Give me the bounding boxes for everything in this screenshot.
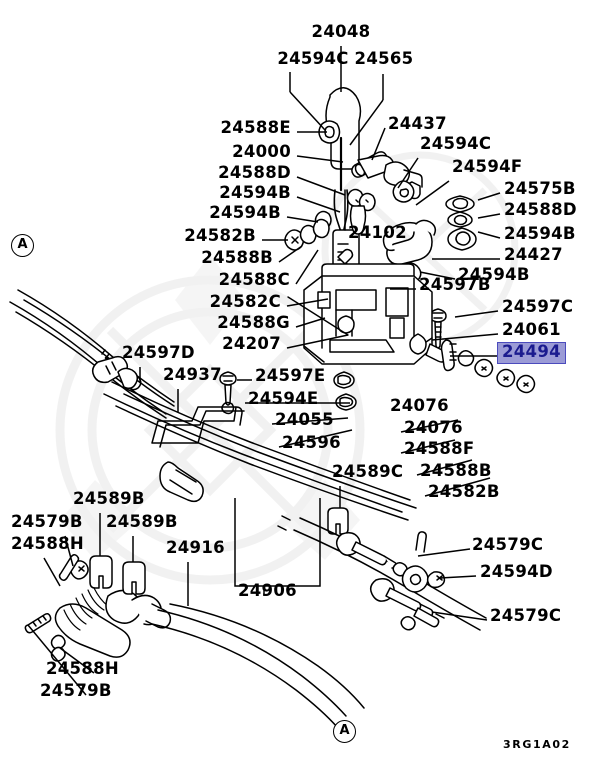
- part-number-label[interactable]: 24594D: [480, 562, 553, 581]
- leader-line: [43, 557, 61, 587]
- leader-line: [400, 439, 456, 454]
- part-number-label[interactable]: 24589C: [332, 462, 404, 481]
- part-number-label[interactable]: 24207: [222, 334, 281, 353]
- leader-line: [477, 231, 501, 239]
- leader-line: [295, 317, 326, 328]
- part-number-label[interactable]: 24588B: [201, 248, 273, 267]
- part-number-label[interactable]: 24582B: [184, 226, 256, 245]
- part-number-label[interactable]: 24588G: [217, 313, 290, 332]
- leader-line: [278, 245, 303, 263]
- part-number-label[interactable]: 24427: [504, 245, 563, 264]
- part-number-label[interactable]: 24437: [388, 114, 447, 133]
- part-number-label[interactable]: 24000: [232, 142, 291, 161]
- part-number-label[interactable]: 24594B: [504, 224, 576, 243]
- part-number-label[interactable]: 24055: [275, 410, 334, 429]
- leader-line: [286, 334, 349, 349]
- part-number-label[interactable]: 24594C: [420, 134, 492, 153]
- part-number-label[interactable]: 24594F: [452, 157, 523, 176]
- leader-line: [64, 535, 74, 567]
- leader-line: [454, 310, 499, 318]
- leader-line: [431, 333, 499, 341]
- leader-line: [400, 419, 459, 433]
- part-number-label[interactable]: 24597D: [122, 343, 195, 362]
- leader-line: [295, 249, 319, 285]
- part-number-label[interactable]: 24582B: [428, 482, 500, 501]
- leader-line: [415, 180, 450, 206]
- leader-line: [296, 196, 341, 213]
- part-number-label[interactable]: 24906: [238, 581, 297, 600]
- part-number-label[interactable]: 24594B: [219, 183, 291, 202]
- leader-line: [477, 192, 501, 201]
- part-number-label[interactable]: 24589B: [106, 512, 178, 531]
- reference-mark-a-bottom: A: [333, 720, 356, 743]
- leader-line: [397, 157, 419, 189]
- part-number-label[interactable]: 24594C: [277, 49, 349, 68]
- part-number-label[interactable]: 24594B: [458, 265, 530, 284]
- part-number-label[interactable]: 24937: [163, 365, 222, 384]
- part-number-label[interactable]: 24076: [390, 396, 449, 415]
- leader-line: [278, 429, 353, 448]
- leader-line: [286, 216, 319, 223]
- part-number-label[interactable]: 24596: [282, 433, 341, 452]
- part-number-label[interactable]: 24588H: [46, 659, 120, 678]
- part-number-label[interactable]: 24588C: [218, 270, 290, 289]
- part-number-label[interactable]: 24588B: [420, 461, 492, 480]
- part-number-label[interactable]: 24102: [348, 223, 407, 242]
- part-number-label[interactable]: 24575B: [504, 179, 576, 198]
- part-number-label[interactable]: 24589B: [73, 489, 145, 508]
- leader-line: [439, 575, 477, 579]
- part-number-label[interactable]: 24594E: [248, 389, 319, 408]
- leader-line: [417, 548, 471, 557]
- part-number-label[interactable]: 24061: [502, 320, 561, 339]
- part-number-label[interactable]: 24579C: [490, 606, 562, 625]
- part-number-label[interactable]: 24588E: [220, 118, 291, 137]
- reference-mark-a-top: A: [11, 234, 34, 257]
- grouping-bracket: [234, 498, 321, 587]
- part-number-label[interactable]: 24579B: [40, 681, 112, 700]
- part-number-label[interactable]: 24076: [404, 418, 463, 437]
- part-number-label[interactable]: 24597E: [255, 366, 326, 385]
- part-number-label[interactable]: 24582C: [209, 292, 281, 311]
- leader-line: [416, 459, 473, 476]
- part-number-label[interactable]: 24579C: [472, 535, 544, 554]
- part-number-label[interactable]: 24048: [311, 22, 371, 41]
- diagram-code: 3RG1A02: [503, 738, 571, 751]
- part-number-label-selected[interactable]: 24494: [497, 342, 566, 364]
- leader-line: [296, 155, 344, 163]
- part-number-label[interactable]: 24588H: [11, 534, 85, 553]
- leader-line: [59, 647, 95, 674]
- leader-line: [477, 213, 501, 219]
- leader-line: [424, 477, 491, 497]
- leader-line: [271, 417, 349, 425]
- leader-line: [431, 611, 488, 621]
- leader-line: [349, 99, 384, 146]
- leader-line: [296, 176, 346, 196]
- leader-line: [289, 91, 326, 131]
- leader-line: [419, 271, 456, 280]
- part-number-label[interactable]: 24594B: [209, 203, 281, 222]
- part-number-label[interactable]: 24579B: [11, 512, 83, 531]
- part-number-label[interactable]: 24597C: [502, 297, 574, 316]
- part-number-label[interactable]: 24916: [166, 538, 225, 557]
- leader-line: [27, 624, 87, 696]
- part-number-label[interactable]: 24588D: [218, 163, 291, 182]
- leader-line: [286, 298, 329, 307]
- leader-line: [371, 127, 386, 161]
- part-number-label[interactable]: 24565: [354, 49, 414, 68]
- part-number-label[interactable]: 24597B: [419, 275, 491, 294]
- part-number-label[interactable]: 24588F: [404, 439, 475, 458]
- part-number-label[interactable]: 24588D: [504, 200, 577, 219]
